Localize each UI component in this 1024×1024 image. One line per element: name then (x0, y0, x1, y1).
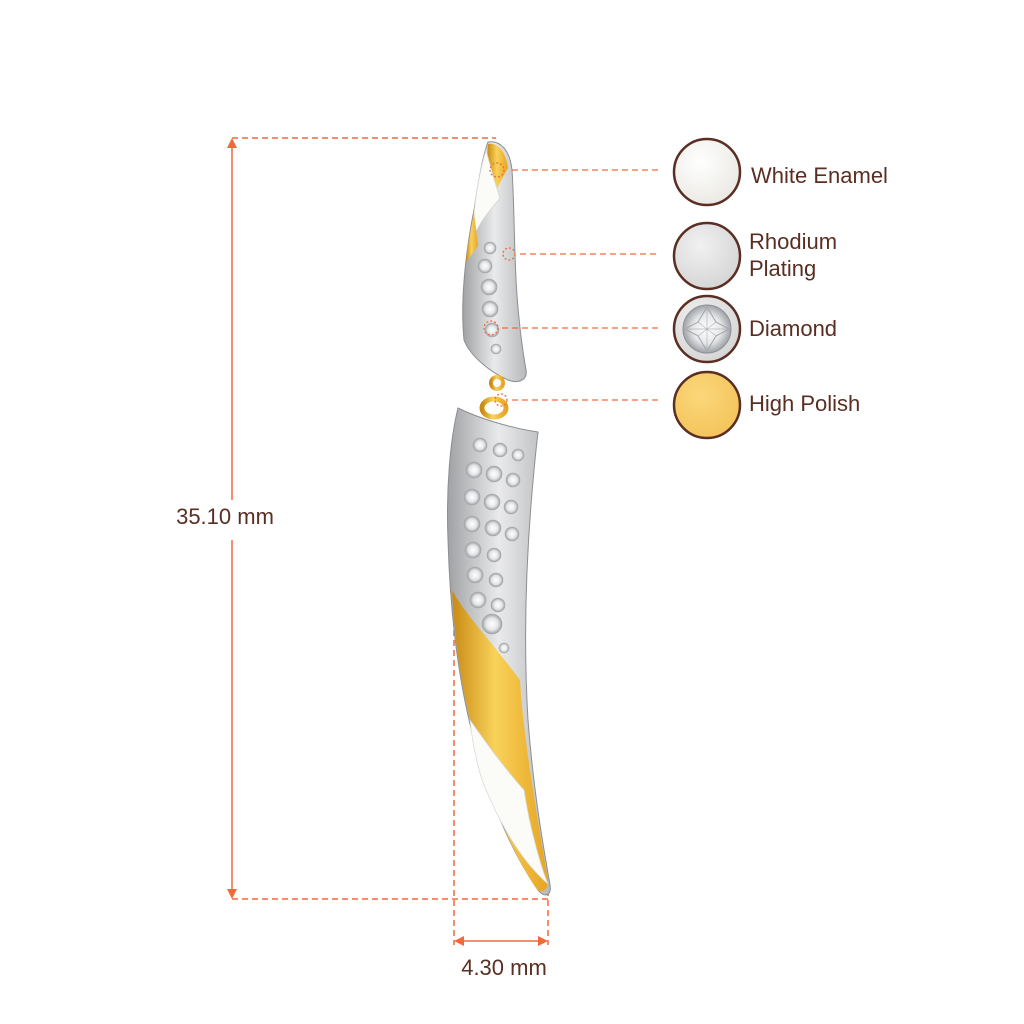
legend-label-high-polish: High Polish (749, 391, 860, 416)
height-dimension (227, 137, 548, 900)
arrow-down-icon (227, 889, 237, 899)
arrow-right-icon (538, 936, 548, 946)
arrow-left-icon (454, 936, 464, 946)
earring-bottom-piece (446, 407, 551, 896)
arrow-up-icon (227, 138, 237, 148)
legend-item-white-enamel: White Enamel (672, 137, 888, 207)
bottom-diamonds (463, 437, 525, 654)
top-diamonds (477, 241, 502, 355)
legend-label-diamond: Diamond (749, 316, 837, 341)
earring-top-piece (462, 141, 527, 383)
legend-item-diamond: Diamond (672, 294, 837, 364)
legend-item-rhodium-plating: Rhodium Plating (672, 221, 837, 291)
jump-ring (479, 375, 509, 420)
legend-label-white-enamel: White Enamel (751, 163, 888, 188)
legend-item-high-polish: High Polish (672, 370, 860, 440)
white-enamel-swatch-icon (672, 137, 742, 207)
callouts (483, 162, 658, 407)
callout-marker-rhodium (502, 247, 516, 261)
callout-marker-polish (494, 393, 508, 407)
legend: White Enamel Rhodium Plating Diamond Hig… (672, 137, 888, 440)
rhodium-swatch-icon (672, 221, 742, 291)
callout-marker-enamel (489, 162, 505, 178)
height-label: 35.10 mm (176, 504, 274, 529)
legend-label-rhodium-line1: Rhodium (749, 229, 837, 254)
legend-label-rhodium-line2: Plating (749, 256, 816, 281)
width-label: 4.30 mm (461, 955, 547, 980)
callout-marker-diamond (483, 320, 499, 336)
high-polish-swatch-icon (672, 370, 742, 440)
